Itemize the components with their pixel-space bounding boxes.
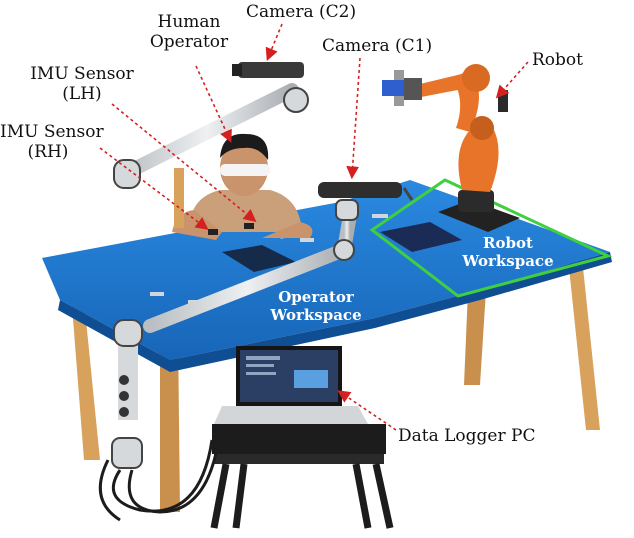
label-data-logger-pc: Data Logger PC: [398, 426, 535, 446]
data-logger-laptop: [212, 346, 390, 528]
label-camera-c2: Camera (C2): [246, 2, 356, 22]
label-human-operator-line1: Human: [148, 12, 230, 32]
label-human-operator-line2: Operator: [148, 32, 230, 52]
label-human-operator: Human Operator: [148, 12, 230, 52]
label-operator-workspace-line2: Workspace: [266, 306, 366, 324]
label-robot-workspace: Robot Workspace: [458, 234, 558, 270]
label-robot: Robot: [532, 50, 583, 70]
label-operator-workspace: Operator Workspace: [266, 288, 366, 324]
label-robot-workspace-line2: Workspace: [458, 252, 558, 270]
label-imu-rh: IMU Sensor (RH): [0, 122, 96, 162]
label-imu-lh-line1: IMU Sensor: [30, 64, 134, 84]
label-camera-c1: Camera (C1): [322, 36, 432, 56]
label-imu-rh-line2: (RH): [0, 142, 96, 162]
label-imu-rh-line1: IMU Sensor: [0, 122, 96, 142]
human-operator-figure: [172, 134, 312, 240]
label-robot-workspace-line1: Robot: [458, 234, 558, 252]
label-imu-lh-line2: (LH): [30, 84, 134, 104]
label-operator-workspace-line1: Operator: [266, 288, 366, 306]
label-imu-lh: IMU Sensor (LH): [30, 64, 134, 104]
